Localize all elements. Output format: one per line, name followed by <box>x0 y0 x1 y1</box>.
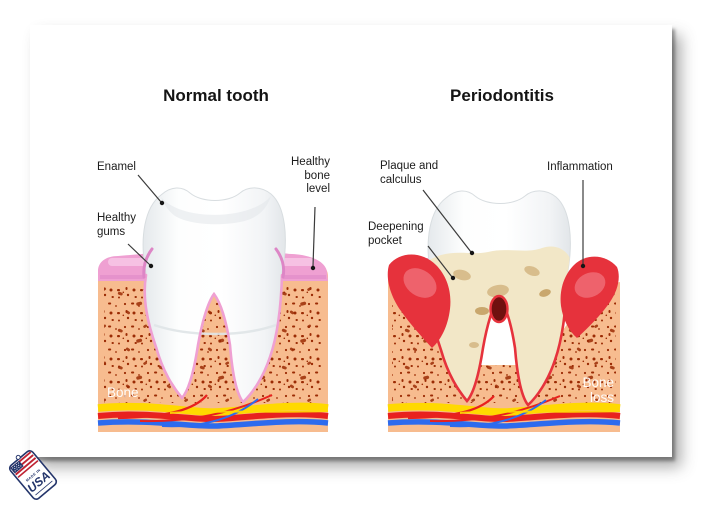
made-in-usa-badge: MADE IN USA <box>3 443 65 507</box>
dental-illustration <box>97 174 621 432</box>
inflamed-gums <box>387 254 619 348</box>
usa-flag-icon <box>10 451 39 478</box>
normal-tooth-figure <box>97 187 329 432</box>
caption-bone: Bone <box>107 385 139 400</box>
infected-pocket <box>489 294 509 324</box>
label-plaque-and-calculus: Plaque and calculus <box>380 160 439 186</box>
right-panel-title: Periodontitis <box>450 86 554 105</box>
label-healthy-bone-level: Healthy bone level <box>291 156 330 195</box>
label-inflammation: Inflammation <box>547 161 613 173</box>
label-healthy-gums: Healthy gums <box>97 212 136 238</box>
label-deepening-pocket: Deepening pocket <box>368 221 424 247</box>
caption-bone-loss: Bone loss <box>582 375 614 405</box>
leader-lines <box>127 174 586 281</box>
left-panel-title: Normal tooth <box>163 86 269 105</box>
label-enamel: Enamel <box>97 161 136 173</box>
poster: Normal tooth Periodontitis Enamel Health… <box>30 25 672 457</box>
